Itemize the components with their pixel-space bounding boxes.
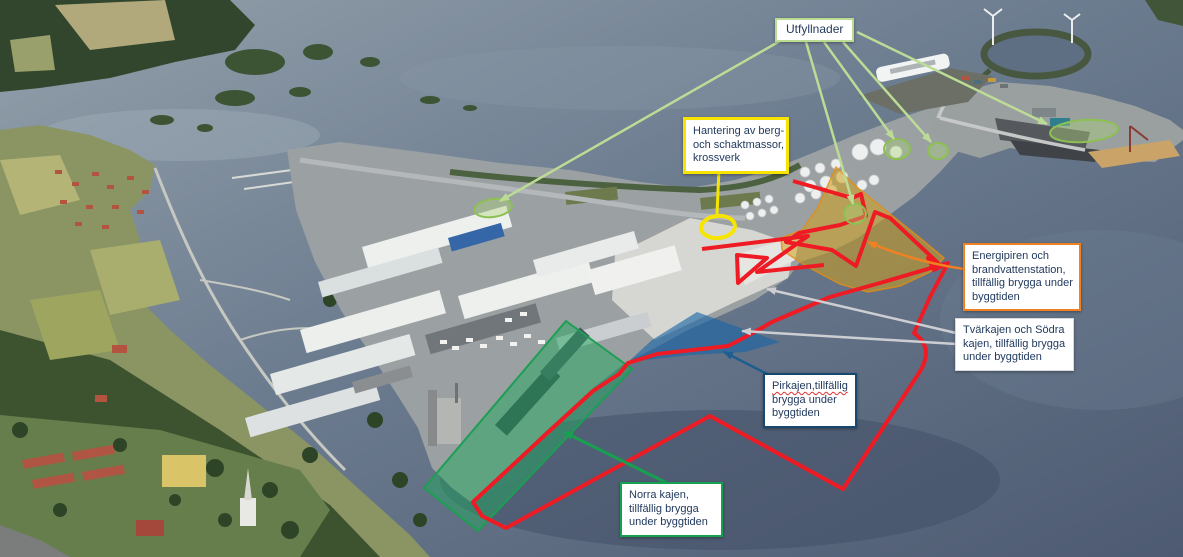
utfyllnad-marker-3 xyxy=(883,138,911,160)
forest-top-left xyxy=(0,0,255,92)
overlay-norra-kajen-area xyxy=(422,319,634,533)
callout-hantering-krossverk: Hantering av berg- och schaktmassor, kro… xyxy=(683,117,789,174)
stored-units xyxy=(440,312,545,350)
manor-building xyxy=(162,455,206,487)
road-peninsula xyxy=(299,157,746,221)
warehouses xyxy=(244,205,682,438)
red-boundary-zigzag xyxy=(701,234,825,274)
shore-vegetation xyxy=(449,162,802,194)
utfyllnad-markers xyxy=(473,118,1119,225)
energipiren-arrow xyxy=(867,240,965,271)
callout-line: byggtiden xyxy=(772,407,820,419)
callout-line: brygga under xyxy=(772,393,837,406)
tvarkajen-arrow-2 xyxy=(741,327,957,346)
residential-houses xyxy=(55,170,149,402)
callout-energipiren: Energipiren och brandvattenstation, till… xyxy=(963,243,1081,311)
utfyllnad-marker-5 xyxy=(1049,118,1119,144)
rowhouses xyxy=(21,444,125,489)
callout-line: Tvärkajen och Södra xyxy=(963,324,1065,336)
callout-pirkajen: Pirkajen,tillfällig brygga under byggtid… xyxy=(763,373,857,428)
staging-area xyxy=(612,218,795,340)
callout-line: tillfällig brygga under xyxy=(972,277,1073,289)
red-boundary-pier-triangle xyxy=(735,253,769,285)
lagoon-breakwater xyxy=(980,28,1092,80)
callout-utfyllnader: Utfyllnader xyxy=(775,18,855,42)
grain-silo xyxy=(437,398,461,444)
field-3 xyxy=(30,290,120,360)
teal-building xyxy=(1050,118,1070,126)
timber-yard xyxy=(1088,140,1180,168)
callout-line: Norra kajen, xyxy=(629,489,689,501)
chimney xyxy=(455,383,458,403)
callout-line: Energipiren och xyxy=(972,250,1050,262)
red-boundary-upper xyxy=(784,179,949,272)
utfyllnader-leader-lines xyxy=(499,30,1048,205)
crane-jib xyxy=(1129,125,1149,141)
bay-islands xyxy=(150,44,477,132)
tvarkajen-arrow-1 xyxy=(766,287,957,335)
utfyllnad-marker-1 xyxy=(473,197,513,219)
callout-line: Hantering av berg- xyxy=(693,125,785,137)
paved-area-2 xyxy=(1010,140,1100,162)
sea-highlight xyxy=(400,46,840,110)
ferry-ship xyxy=(876,53,950,82)
wind-turbines xyxy=(983,8,1081,45)
callout-utfyllnader-label: Utfyllnader xyxy=(786,22,844,36)
field-2 xyxy=(90,240,180,315)
grass-patch-2 xyxy=(700,191,761,210)
norra-kajen-arrow xyxy=(563,430,668,485)
callout-line: och schaktmassor, xyxy=(693,138,785,151)
ferry-pier xyxy=(858,68,992,114)
callout-line: kajen, tillfällig brygga xyxy=(963,337,1066,350)
silo-tower xyxy=(428,390,437,446)
shed-1 xyxy=(1032,108,1056,117)
church xyxy=(240,468,256,526)
krossverk-marker xyxy=(699,213,737,241)
overlay-energipiren-area xyxy=(780,165,946,293)
red-boundary-water-loop xyxy=(471,261,950,530)
callout-line: under byggtiden xyxy=(629,516,708,528)
utfyllnad-marker-2 xyxy=(843,203,867,225)
harbor-dark-water xyxy=(440,410,1000,550)
field-patch-top xyxy=(10,35,55,72)
callout-line: byggtiden xyxy=(972,290,1020,303)
shore-rocks xyxy=(0,525,70,557)
red-house xyxy=(136,520,164,536)
krossverk-leader-line xyxy=(715,168,721,215)
callout-line-misspelled: Pirkajen,tillfällig xyxy=(772,380,848,392)
containers xyxy=(962,76,1008,88)
shed-2 xyxy=(1008,100,1026,110)
overlay-pirkajen-area xyxy=(628,312,780,362)
callout-line: under byggtiden xyxy=(963,351,1042,363)
callout-tvarkajen: Tvärkajen och Södra kajen, tillfällig br… xyxy=(955,318,1074,371)
utfyllnad-marker-4 xyxy=(927,142,949,160)
callout-line: krossverk xyxy=(693,152,741,164)
callout-norra-kajen: Norra kajen, tillfällig brygga under byg… xyxy=(620,482,723,537)
clearcut-patch xyxy=(55,0,175,50)
road-mainland xyxy=(153,167,347,472)
island-top-right xyxy=(1145,0,1183,26)
callout-line: brandvattenstation, xyxy=(972,263,1066,276)
callout-line: tillfällig brygga xyxy=(629,502,699,515)
